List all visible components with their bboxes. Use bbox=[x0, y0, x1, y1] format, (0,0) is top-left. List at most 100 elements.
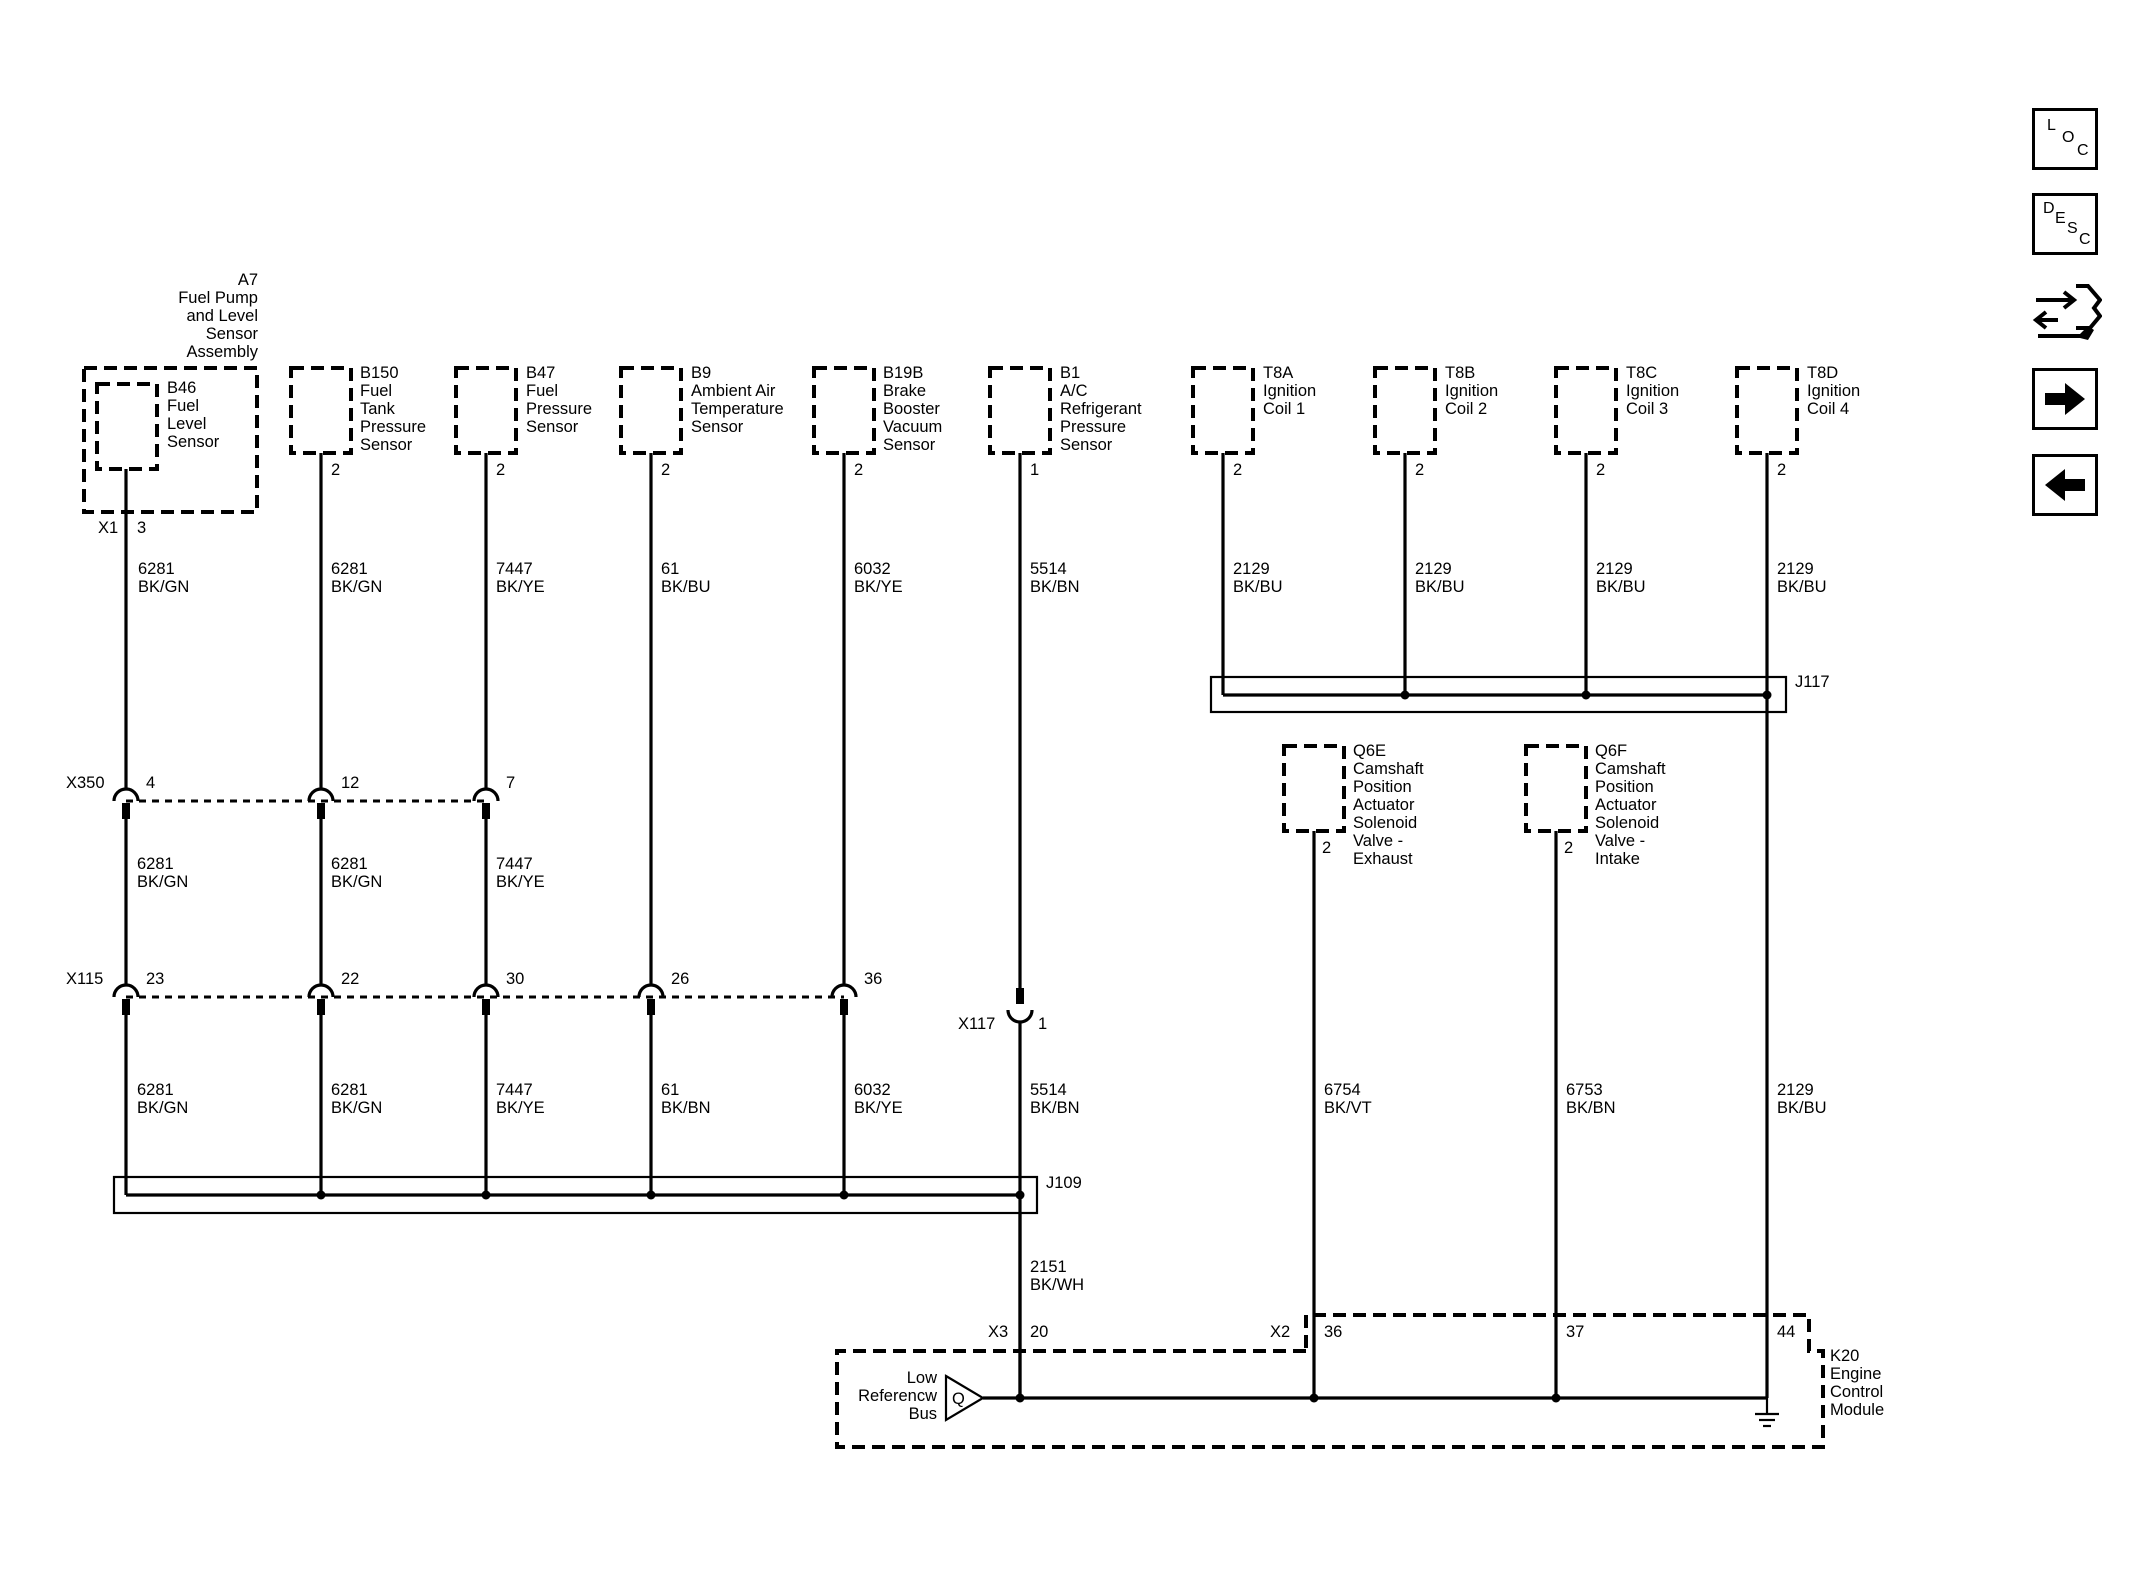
svg-text:Referencw: Referencw bbox=[858, 1387, 937, 1405]
b46-pin: 3 bbox=[137, 519, 146, 537]
svg-text:6754: 6754 bbox=[1324, 1081, 1361, 1099]
b150-label: B150 Fuel Tank Pressure Sensor bbox=[360, 364, 426, 454]
circuit-label-ground: 2151 BK/WH bbox=[1030, 1258, 1084, 1294]
svg-text:Tank: Tank bbox=[360, 400, 396, 418]
x117-pin-1: 1 bbox=[1038, 1015, 1047, 1033]
svg-text:A/C: A/C bbox=[1060, 382, 1088, 400]
svg-text:Ignition: Ignition bbox=[1626, 382, 1679, 400]
t8b-pin: 2 bbox=[1415, 461, 1424, 479]
x115-pin-36: 36 bbox=[864, 970, 882, 988]
svg-text:Position: Position bbox=[1595, 778, 1654, 796]
x115-terminals bbox=[112, 983, 858, 1015]
t8a-pin: 2 bbox=[1233, 461, 1242, 479]
x1-label: X1 bbox=[98, 519, 118, 537]
t8c-pin: 2 bbox=[1596, 461, 1605, 479]
x350-pin-12: 12 bbox=[341, 774, 359, 792]
svg-text:Coil 3: Coil 3 bbox=[1626, 400, 1668, 418]
svg-text:Coil 2: Coil 2 bbox=[1445, 400, 1487, 418]
svg-text:T8C: T8C bbox=[1626, 364, 1657, 382]
svg-text:6281: 6281 bbox=[331, 855, 368, 873]
svg-text:Q6F: Q6F bbox=[1595, 742, 1627, 760]
svg-text:T8A: T8A bbox=[1263, 364, 1293, 382]
j109-splice bbox=[112, 1175, 1039, 1215]
svg-text:BK/WH: BK/WH bbox=[1030, 1276, 1084, 1294]
svg-text:BK/BU: BK/BU bbox=[661, 578, 711, 596]
loc-letter-o: O bbox=[2062, 129, 2075, 146]
a7-component-box bbox=[82, 366, 259, 514]
svg-text:T8D: T8D bbox=[1807, 364, 1838, 382]
b1-pin: 1 bbox=[1030, 461, 1039, 479]
svg-text:Solenoid: Solenoid bbox=[1595, 814, 1659, 832]
svg-text:Coil 1: Coil 1 bbox=[1263, 400, 1305, 418]
desc-button[interactable]: D E S C bbox=[2032, 193, 2098, 255]
svg-text:Module: Module bbox=[1830, 1401, 1884, 1419]
previous-page-button[interactable] bbox=[2032, 454, 2098, 516]
t8d-pin: 2 bbox=[1777, 461, 1786, 479]
svg-text:BK/BN: BK/BN bbox=[1030, 578, 1080, 596]
desc-letter-c: C bbox=[2079, 231, 2091, 248]
svg-text:7447: 7447 bbox=[496, 855, 533, 873]
svg-text:T8B: T8B bbox=[1445, 364, 1475, 382]
svg-text:BK/GN: BK/GN bbox=[138, 578, 189, 596]
svg-text:6281: 6281 bbox=[331, 1081, 368, 1099]
next-page-button[interactable] bbox=[2032, 368, 2098, 430]
ecm-bus-nodes bbox=[1015, 1393, 1561, 1403]
t8a-component-box bbox=[1191, 366, 1255, 455]
loc-letter-c: C bbox=[2077, 142, 2089, 159]
svg-text:Actuator: Actuator bbox=[1353, 796, 1415, 814]
svg-text:Pressure: Pressure bbox=[1060, 418, 1126, 436]
svg-text:61: 61 bbox=[661, 1081, 679, 1099]
j109-label: J109 bbox=[1046, 1174, 1082, 1192]
svg-text:B19B: B19B bbox=[883, 364, 923, 382]
svg-text:B46: B46 bbox=[167, 379, 196, 397]
svg-text:B150: B150 bbox=[360, 364, 399, 382]
svg-text:BK/BU: BK/BU bbox=[1596, 578, 1646, 596]
t8c-component-box bbox=[1554, 366, 1618, 455]
b9-pin: 2 bbox=[661, 461, 670, 479]
svg-text:6281: 6281 bbox=[137, 1081, 174, 1099]
svg-text:Fuel: Fuel bbox=[360, 382, 392, 400]
svg-text:BK/GN: BK/GN bbox=[331, 873, 382, 891]
connector-end-view-icon[interactable] bbox=[2030, 278, 2103, 346]
svg-text:6281: 6281 bbox=[138, 560, 175, 578]
x350-pin-7: 7 bbox=[506, 774, 515, 792]
svg-text:BK/GN: BK/GN bbox=[331, 1099, 382, 1117]
x3-pin-20: 20 bbox=[1030, 1323, 1048, 1341]
svg-text:5514: 5514 bbox=[1030, 560, 1067, 578]
svg-text:BK/BU: BK/BU bbox=[1415, 578, 1465, 596]
svg-text:Position: Position bbox=[1353, 778, 1412, 796]
svg-text:6281: 6281 bbox=[137, 855, 174, 873]
svg-text:B9: B9 bbox=[691, 364, 711, 382]
q6f-pin: 2 bbox=[1564, 839, 1573, 857]
svg-text:BK/GN: BK/GN bbox=[137, 1099, 188, 1117]
svg-text:2129: 2129 bbox=[1596, 560, 1633, 578]
x115-pin-30: 30 bbox=[506, 970, 524, 988]
svg-text:and Level: and Level bbox=[186, 307, 258, 325]
svg-text:61: 61 bbox=[661, 560, 679, 578]
svg-text:Sensor: Sensor bbox=[206, 325, 259, 343]
b150-component-box bbox=[289, 366, 353, 455]
arrow-left-icon bbox=[2045, 469, 2085, 501]
svg-text:BK/YE: BK/YE bbox=[496, 1099, 545, 1117]
t8b-component-box bbox=[1373, 366, 1437, 455]
b9-label: B9 Ambient Air Temperature Sensor bbox=[691, 364, 784, 436]
loc-button[interactable]: L O C bbox=[2032, 108, 2098, 170]
svg-text:BK/YE: BK/YE bbox=[854, 578, 903, 596]
x2-pin-44: 44 bbox=[1777, 1323, 1795, 1341]
ground-symbol bbox=[1755, 1398, 1779, 1428]
t8c-label: T8C Ignition Coil 3 bbox=[1626, 364, 1679, 418]
x115-label: X115 bbox=[66, 970, 103, 988]
q6e-label: Q6E Camshaft Position Actuator Solenoid … bbox=[1353, 742, 1424, 868]
t8d-label: T8D Ignition Coil 4 bbox=[1807, 364, 1860, 418]
svg-text:Solenoid: Solenoid bbox=[1353, 814, 1417, 832]
x3-label: X3 bbox=[988, 1323, 1008, 1341]
svg-text:2151: 2151 bbox=[1030, 1258, 1067, 1276]
x117-terminal bbox=[1006, 988, 1034, 1024]
svg-text:Sensor: Sensor bbox=[167, 433, 220, 451]
x2-pin-37: 37 bbox=[1566, 1323, 1584, 1341]
svg-text:Intake: Intake bbox=[1595, 850, 1640, 868]
